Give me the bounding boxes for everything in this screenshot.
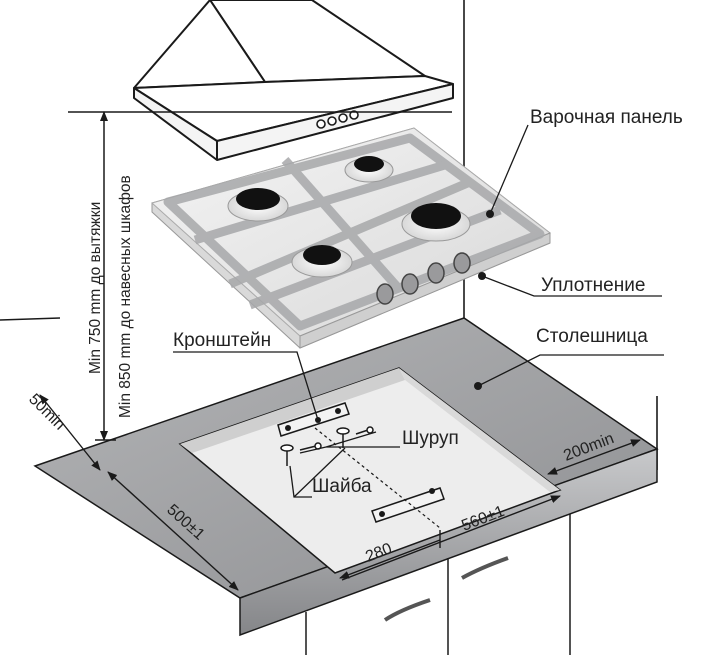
hood-height-label: Min 750 mm до вытяжки <box>87 202 104 374</box>
bracket-bottom <box>371 487 445 523</box>
dimension-lines <box>39 394 641 591</box>
callout-leaders <box>173 124 664 498</box>
bracket-label: Кронштейн <box>173 330 271 351</box>
cooker-hood <box>133 0 454 161</box>
screws-and-washers <box>280 426 374 466</box>
burner-right-front <box>401 203 471 242</box>
min-50-label: 50min <box>25 391 68 434</box>
cabinet <box>305 514 571 655</box>
bracket-top <box>277 402 350 437</box>
countertop-label: Столешница <box>536 326 648 347</box>
hood-buttons <box>316 110 359 129</box>
washer-label: Шайба <box>312 476 372 497</box>
hob-label: Варочная панель <box>530 107 683 128</box>
cabinet-height-label: Min 850 mm до навесных шкафов <box>117 175 134 418</box>
screw-label: Шуруп <box>402 428 459 449</box>
burner-left-front <box>291 245 353 278</box>
burner-right-back <box>344 156 394 183</box>
control-knobs <box>376 252 471 305</box>
burner-left-back <box>227 188 289 222</box>
seal-label: Уплотнение <box>541 275 645 296</box>
gas-hob <box>150 127 551 349</box>
